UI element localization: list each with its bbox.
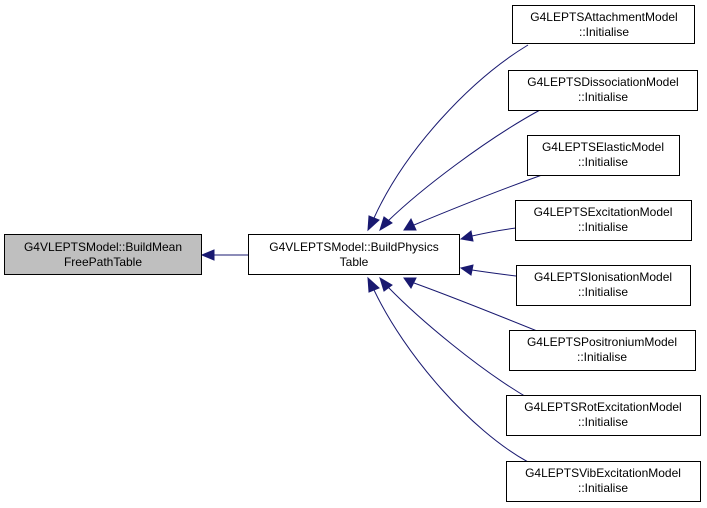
node-caller-box — [509, 330, 696, 371]
node-caller-box — [512, 5, 695, 44]
edge-rotexcitation — [387, 286, 529, 399]
node-caller-attachment[interactable]: G4LEPTSAttachmentModel ::Initialise — [512, 5, 695, 44]
node-caller-ionisation[interactable]: G4LEPTSIonisationModel ::Initialise — [516, 265, 691, 306]
edge-dissociation — [387, 109, 541, 222]
edge-vibexcitation-arrowhead — [367, 276, 380, 293]
edge-elastic-arrowhead — [403, 217, 417, 231]
node-caller-elastic[interactable]: G4LEPTSElasticModel ::Initialise — [527, 135, 680, 176]
node-caller-label-line1: G4LEPTSPositroniumModel — [527, 335, 677, 349]
edge-ionisation — [471, 269, 517, 277]
node-focus-label-line1: G4VLEPTSModel::BuildMean — [24, 240, 182, 254]
node-caller-box — [506, 395, 701, 436]
edge-excitation-arrowhead — [459, 230, 474, 242]
node-caller-label-line2: ::Initialise — [578, 90, 628, 104]
node-caller-label-line2: ::Initialise — [579, 25, 629, 39]
edge-positronium — [413, 282, 543, 334]
node-caller-label-line2: ::Initialise — [577, 350, 627, 364]
node-caller-label-line2: ::Initialise — [578, 481, 628, 495]
node-caller-vibexcitation[interactable]: G4LEPTSVibExcitationModel ::Initialise — [506, 461, 701, 502]
edge-dissociation-arrowhead — [379, 216, 393, 232]
node-caller-box — [515, 200, 692, 241]
node-hub-box — [248, 234, 460, 275]
edge-ionisation-arrowhead — [459, 264, 474, 276]
node-caller-label-line2: ::Initialise — [578, 415, 628, 429]
node-caller-box — [527, 135, 680, 176]
node-caller-label-line2: ::Initialise — [578, 285, 628, 299]
node-focus[interactable]: G4VLEPTSModel::BuildMean FreePathTable — [4, 234, 202, 275]
node-caller-label-line1: G4LEPTSVibExcitationModel — [525, 466, 681, 480]
edge-vibexcitation — [373, 289, 529, 463]
node-caller-rotexcitation[interactable]: G4LEPTSRotExcitationModel ::Initialise — [506, 395, 701, 436]
edge-hub-focus-arrowhead — [200, 249, 215, 261]
node-caller-label-line1: G4LEPTSExcitationModel — [534, 205, 673, 219]
node-hub[interactable]: G4VLEPTSModel::BuildPhysics Table — [248, 234, 460, 275]
node-focus-box — [4, 234, 202, 275]
node-caller-label-line1: G4LEPTSElasticModel — [542, 140, 664, 154]
node-caller-box — [516, 265, 691, 306]
node-caller-dissociation[interactable]: G4LEPTSDissociationModel ::Initialise — [508, 70, 698, 111]
node-hub-label-line2: Table — [340, 255, 369, 269]
node-focus-label-line2: FreePathTable — [64, 255, 142, 269]
node-caller-label-line1: G4LEPTSIonisationModel — [534, 270, 672, 284]
node-caller-label-line2: ::Initialise — [578, 220, 628, 234]
edge-positronium-arrowhead — [403, 277, 417, 289]
caller-edges — [367, 44, 543, 463]
hub-to-focus-edge — [200, 249, 248, 261]
node-caller-label-line1: G4LEPTSAttachmentModel — [530, 10, 677, 24]
edge-elastic — [413, 174, 543, 226]
node-caller-excitation[interactable]: G4LEPTSExcitationModel ::Initialise — [515, 200, 692, 241]
node-caller-label-line1: G4LEPTSDissociationModel — [527, 75, 678, 89]
node-caller-box — [508, 70, 698, 111]
node-hub-label-line1: G4VLEPTSModel::BuildPhysics — [269, 240, 438, 254]
node-caller-positronium[interactable]: G4LEPTSPositroniumModel ::Initialise — [509, 330, 696, 371]
edge-attachment — [373, 44, 529, 219]
edge-rotexcitation-arrowhead — [379, 276, 393, 292]
node-caller-label-line1: G4LEPTSRotExcitationModel — [524, 400, 681, 414]
node-caller-label-line2: ::Initialise — [578, 155, 628, 169]
node-caller-box — [506, 461, 701, 502]
edge-attachment-arrowhead — [367, 215, 380, 232]
edge-excitation — [471, 227, 517, 237]
